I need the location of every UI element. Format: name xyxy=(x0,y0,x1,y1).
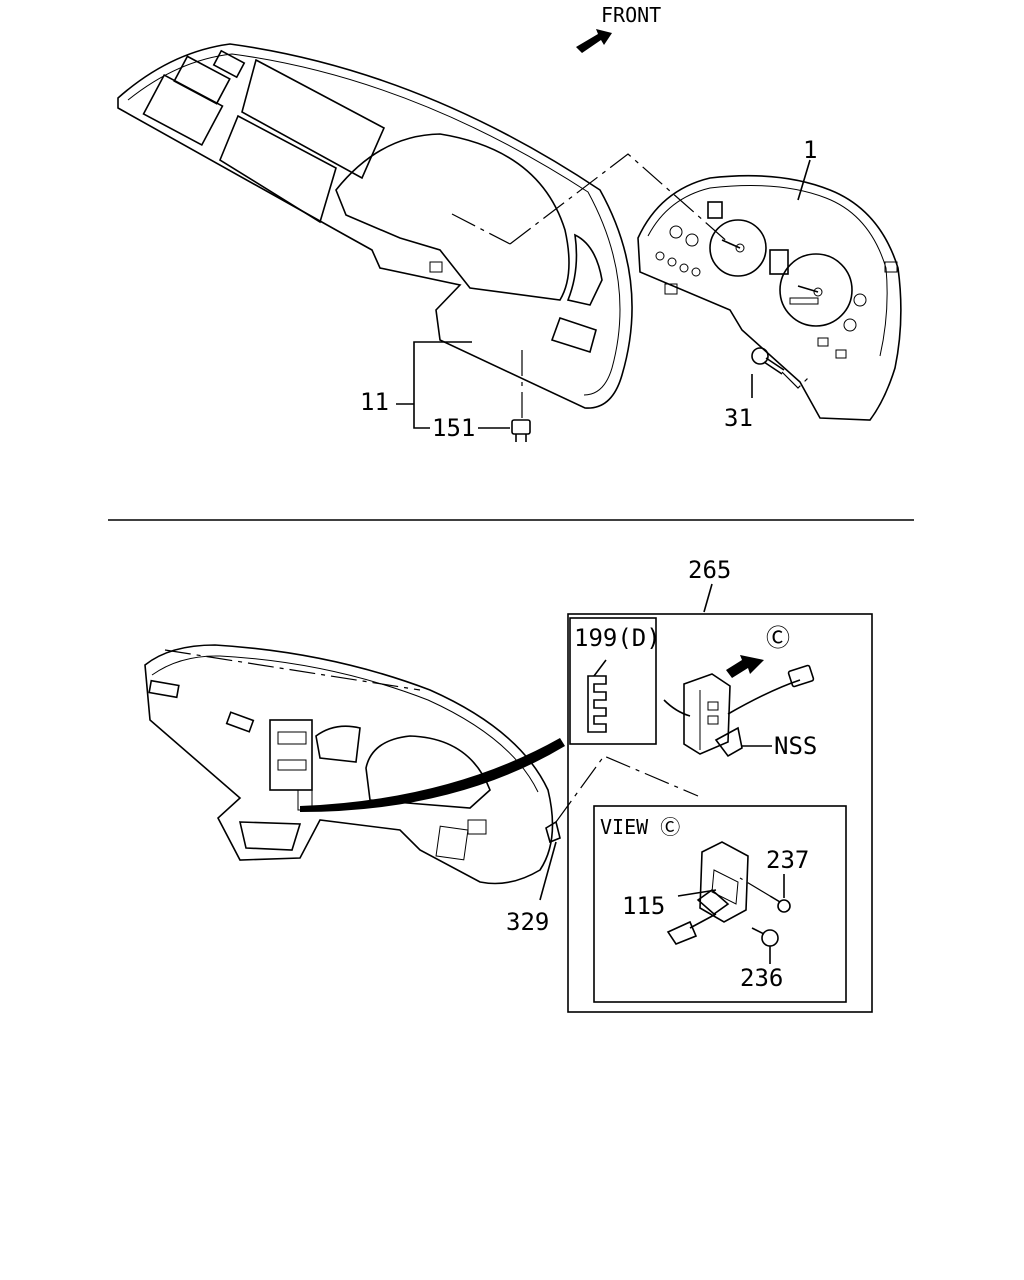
screw-b-icon xyxy=(751,927,779,947)
callout-instrument-cluster: 1 xyxy=(803,136,817,164)
callout-bracket: 115 xyxy=(622,892,665,920)
pointer-wedge xyxy=(300,738,565,812)
callout-view-title: VIEW Ⓒ xyxy=(600,815,680,839)
screw-a-icon xyxy=(739,877,791,913)
callout-control-unit-box: 265 xyxy=(688,556,731,584)
clip-screw-icon xyxy=(539,820,561,901)
front-label: FRONT xyxy=(601,3,661,27)
callout-control-unit-part: 199(D) xyxy=(574,624,661,652)
front-arrow-icon xyxy=(576,29,612,53)
callout-clip-screw: 329 xyxy=(506,908,549,936)
callout-cluster-screw: 31 xyxy=(724,404,753,432)
callout-view-marker: Ⓒ xyxy=(766,624,790,652)
control-unit-box xyxy=(567,613,873,1013)
dashboard-drawing xyxy=(144,644,554,885)
cluster-screw-icon xyxy=(751,347,785,375)
control-unit-symbol xyxy=(587,659,607,733)
callout-bezel-clip: 151 xyxy=(432,414,475,442)
bracket-drawing xyxy=(666,841,749,945)
callout-screw-b: 236 xyxy=(740,964,783,992)
callout-cluster-bezel: 11 xyxy=(360,388,389,416)
callout-screw-a: 237 xyxy=(766,846,809,874)
callout-harness-part: NSS xyxy=(774,732,817,760)
cluster-bezel-drawing xyxy=(117,43,633,409)
bezel-clip-icon xyxy=(511,419,531,442)
instrument-cluster-drawing xyxy=(637,174,902,421)
control-unit-drawing xyxy=(663,664,815,758)
control-unit-part-box xyxy=(569,617,657,745)
view-arrow-icon xyxy=(726,655,764,678)
view-c-inset xyxy=(593,805,847,1003)
